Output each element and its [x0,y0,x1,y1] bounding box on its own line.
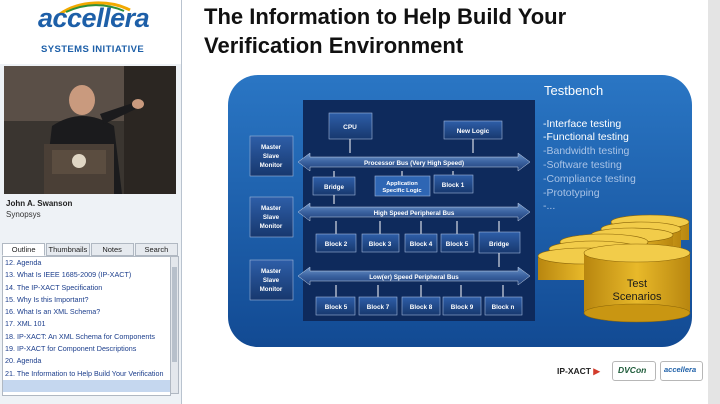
test-item: -... [543,200,555,212]
high-speed-bus-label: High Speed Peripheral Bus [374,210,455,217]
ls-block-label: Block n [492,304,515,311]
accellera-small-text: accellera [664,365,697,374]
monitor-2: Master Slave Monitor [249,196,294,238]
low-speed-bus-label: Low(er) Speed Peripheral Bus [369,274,459,281]
app-logic-label: Specific Logic [382,188,422,194]
high-speed-bus: High Speed Peripheral Bus [297,202,531,222]
logo-brand: accellera [38,3,150,33]
hs-block-label: Block 2 [325,241,348,248]
test-item: -Functional testing [543,131,629,143]
monitor-1: Master Slave Monitor [249,135,294,177]
processor-bus-label: Processor Bus (Very High Speed) [364,160,464,167]
panel-tabs: Outline Thumbnails Notes Search [2,243,179,256]
monitor-label: Slave [263,153,280,160]
drum-front [583,243,691,323]
tab-notes[interactable]: Notes [90,243,134,256]
outline-list: 12. Agenda 13. What Is IEEE 1685-2009 (I… [2,256,171,396]
monitor-label: Master [261,144,282,151]
ipxact-text: IP-XACT [557,366,591,376]
monitor-label: Slave [263,277,280,284]
sidebar-panel: accellera SYSTEMS INITIATIVE John A. Swa… [0,0,182,404]
speaker-company: Synopsys [6,210,41,219]
speaker-video[interactable] [4,66,176,194]
ls-block-label: Block 5 [325,304,348,311]
outline-item[interactable]: 19. IP-XACT for Component Descriptions [5,344,137,354]
verification-diagram: Testbench CPU New Logic Master Slave Mon… [228,75,692,347]
ipxact-arrow-icon: ▶ [593,366,600,376]
monitor-3: Master Slave Monitor [249,259,294,301]
scrollbar-thumb[interactable] [172,267,177,362]
outline-item[interactable]: 21. The Information to Help Build Your V… [5,368,164,378]
monitor-label: Master [261,205,282,212]
test-scenarios-stack: Test Scenarios [537,214,691,323]
ls-block-label: Block 7 [367,304,390,311]
outline-item[interactable]: 16. What Is an XML Schema? [5,307,101,317]
logo-swoosh-icon [59,1,131,16]
footer-dvcon-logo: DVCon [612,361,656,381]
ls-block-row: Block 5 Block 7 Block 8 Block 9 Block n [315,285,523,316]
test-item: -Interface testing [543,118,621,130]
outline-item[interactable]: 20. Agenda [5,356,42,366]
monitor-label: Monitor [260,223,283,230]
ls-block-label: Block 9 [451,304,474,311]
processor-bus: Processor Bus (Very High Speed) [297,152,531,172]
outline-item[interactable]: 18. IP-XACT: An XML Schema for Component… [5,331,155,341]
hs-block-label: Block 5 [446,241,469,248]
monitor-label: Monitor [260,162,283,169]
hs-block-row: Block 2 Block 3 Block 4 Block 5 Bridge [315,221,521,254]
outline-item-selected[interactable] [3,379,170,393]
slide-title-line-1: The Information to Help Build Your [204,4,567,29]
slide-title-line-2: Verification Environment [204,33,464,58]
outline-item[interactable]: 17. XML 101 [5,319,46,329]
testbench-label: Testbench [544,83,603,98]
scenarios-label-1: Test [627,278,647,290]
slide-title: The Information to Help Build Your Verif… [204,2,566,60]
cpu-label: CPU [343,124,357,131]
tab-thumbnails[interactable]: Thumbnails [46,243,90,256]
testing-list: -Interface testing -Functional testing -… [543,118,636,212]
test-item: -Compliance testing [543,173,636,185]
tab-search[interactable]: Search [134,243,178,256]
outline-item[interactable]: 13. What Is IEEE 1685-2009 (IP-XACT) [5,270,132,280]
scenarios-label-2: Scenarios [613,291,662,303]
low-speed-bus: Low(er) Speed Peripheral Bus [297,266,531,286]
right-edge-strip [708,0,720,404]
hs-block-label: Block 4 [410,241,433,248]
accellera-logo: accellera SYSTEMS INITIATIVE [0,0,181,64]
test-item: -Bandwidth testing [543,145,630,157]
hs-block-label: Block 3 [369,241,392,248]
speaker-name: John A. Swanson [6,199,73,208]
outline-item[interactable]: 15. Why Is this Important? [5,294,89,304]
outline-scrollbar[interactable] [170,256,179,394]
outline-item[interactable]: 14. The IP-XACT Specification [5,282,103,292]
block-1 [433,174,474,194]
bridge-label: Bridge [324,184,344,191]
dvcon-text: DVCon [618,365,647,375]
monitor-label: Master [261,268,282,275]
tab-outline[interactable]: Outline [2,243,46,256]
monitor-label: Monitor [260,286,283,293]
app-logic-label: Application [386,181,418,187]
monitor-label: Slave [263,214,280,221]
ls-block-label: Block 8 [410,304,433,311]
logo-subtitle: SYSTEMS INITIATIVE [41,44,145,55]
footer-ipxact-logo: IP-XACT ▶ [557,366,600,377]
test-item: -Prototyping [543,187,600,199]
app-logic-block [374,175,431,197]
block-1-label: Block 1 [442,182,465,189]
new-logic-label: New Logic [457,128,490,135]
test-item: -Software testing [543,159,622,171]
cpu-block [328,112,373,140]
hs-block-label: Bridge [489,241,509,248]
outline-item[interactable]: 12. Agenda [5,258,42,267]
footer-accellera-logo: accellera [660,361,703,381]
